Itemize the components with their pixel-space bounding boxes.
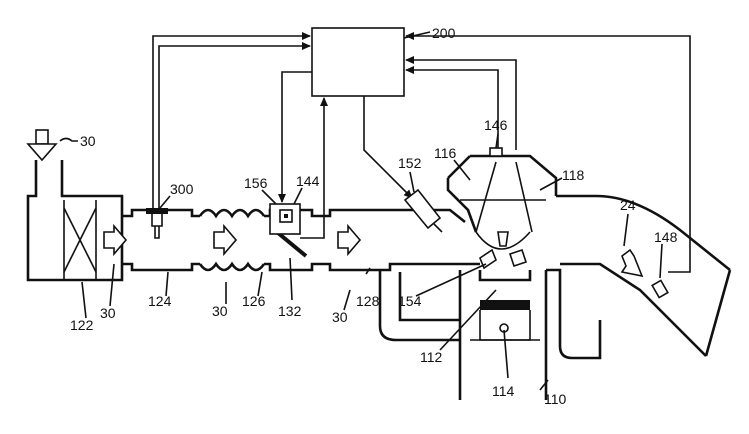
label-112: 112 xyxy=(420,349,443,365)
engine-block xyxy=(378,268,602,400)
label-146: 146 xyxy=(484,117,508,133)
label-114: 114 xyxy=(492,383,515,399)
label-30-cleaner: 30 xyxy=(100,305,116,321)
intake-arrow-top xyxy=(26,129,58,162)
label-144: 144 xyxy=(296,173,320,189)
leader-lines xyxy=(59,31,663,391)
label-30-bellows: 30 xyxy=(212,303,228,319)
cylinder-head xyxy=(446,147,558,270)
exhaust-pipe xyxy=(556,194,732,357)
label-118: 118 xyxy=(562,167,585,183)
label-24: 24 xyxy=(620,197,636,213)
label-126: 126 xyxy=(242,293,266,309)
labels: 200 30 300 156 144 152 116 146 118 24 14… xyxy=(70,25,678,407)
label-30-throttle: 30 xyxy=(332,309,348,325)
throttle-body xyxy=(264,203,320,272)
sensor-300 xyxy=(146,208,168,239)
signal-lines xyxy=(152,32,691,273)
injector xyxy=(403,188,443,233)
label-122: 122 xyxy=(70,317,94,333)
label-110: 110 xyxy=(544,391,567,407)
intake-manifold xyxy=(320,208,480,272)
label-124: 124 xyxy=(148,293,172,309)
label-148: 148 xyxy=(654,229,678,245)
label-128: 128 xyxy=(356,293,380,309)
bellows-pipe xyxy=(198,208,266,272)
label-116: 116 xyxy=(434,145,457,161)
label-200: 200 xyxy=(432,25,456,41)
label-154: 154 xyxy=(398,293,422,309)
label-300: 300 xyxy=(170,181,194,197)
label-30-top: 30 xyxy=(80,133,96,149)
air-cleaner xyxy=(26,160,124,282)
label-132: 132 xyxy=(278,303,302,319)
label-156: 156 xyxy=(244,175,268,191)
ecu-box xyxy=(311,27,405,97)
label-152: 152 xyxy=(398,155,422,171)
